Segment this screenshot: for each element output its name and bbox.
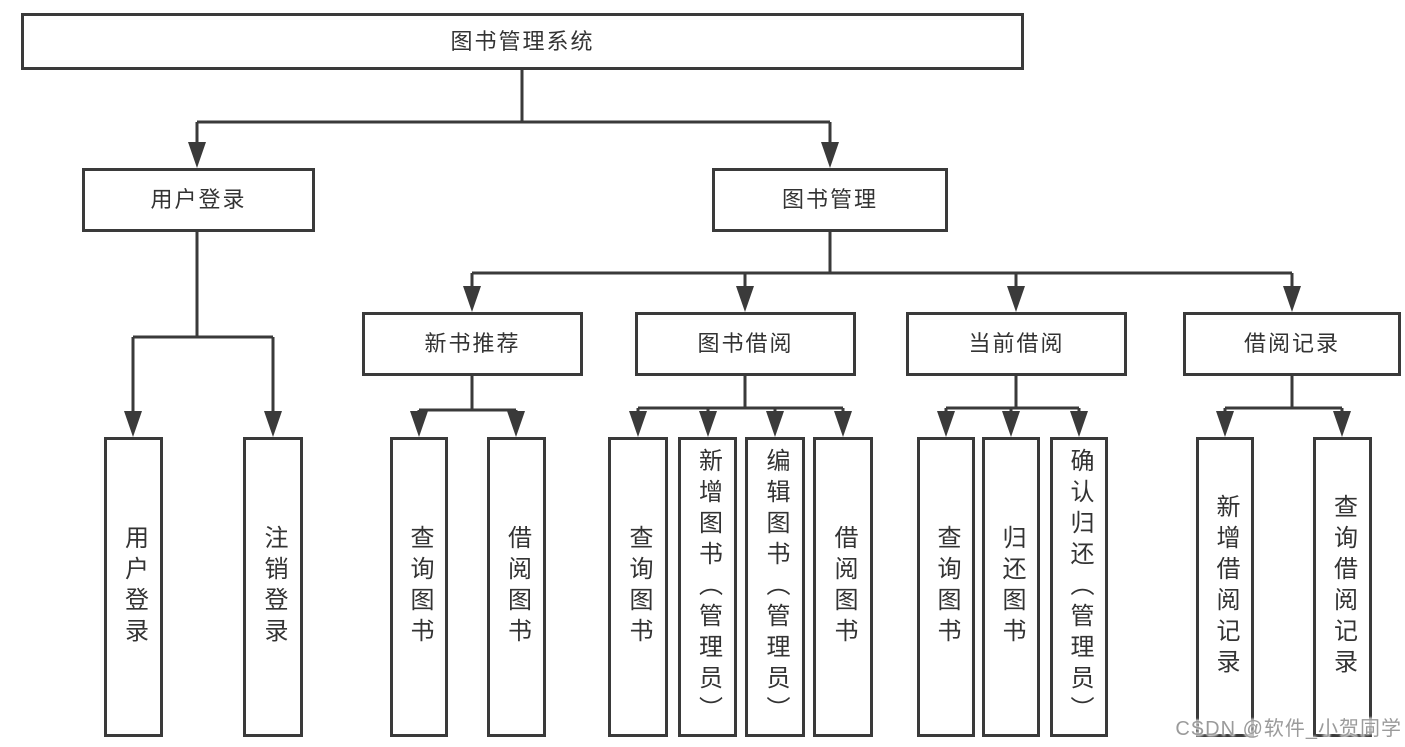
node-leaf-add-book-admin: 新增图书（管理员） [678, 437, 737, 737]
node-leaf-logout: 注销登录 [243, 437, 303, 737]
node-leaf-query-books-borrow: 查询图书 [608, 437, 668, 737]
node-leaf-borrow-books-recommend: 借阅图书 [487, 437, 546, 737]
node-leaf-borrow-books: 借阅图书 [813, 437, 873, 737]
node-leaf-confirm-return-admin: 确认归还（管理员） [1050, 437, 1108, 737]
node-leaf-query-books-current: 查询图书 [917, 437, 975, 737]
node-current-borrowing: 当前借阅 [906, 312, 1127, 376]
node-leaf-query-books-recommend: 查询图书 [390, 437, 448, 737]
node-leaf-return-books: 归还图书 [982, 437, 1040, 737]
node-user-login: 用户登录 [82, 168, 315, 232]
node-leaf-query-borrow-record: 查询借阅记录 [1313, 437, 1372, 737]
node-leaf-user-login: 用户登录 [104, 437, 163, 737]
node-leaf-edit-book-admin: 编辑图书（管理员） [745, 437, 805, 737]
node-leaf-add-borrow-record: 新增借阅记录 [1196, 437, 1254, 737]
node-new-book-recommend: 新书推荐 [362, 312, 583, 376]
node-book-borrowing: 图书借阅 [635, 312, 856, 376]
node-borrow-records: 借阅记录 [1183, 312, 1401, 376]
node-library-management-system: 图书管理系统 [21, 13, 1024, 70]
csdn-watermark: CSDN @软件_小贺同学 [1175, 718, 1402, 740]
node-book-management: 图书管理 [712, 168, 948, 232]
